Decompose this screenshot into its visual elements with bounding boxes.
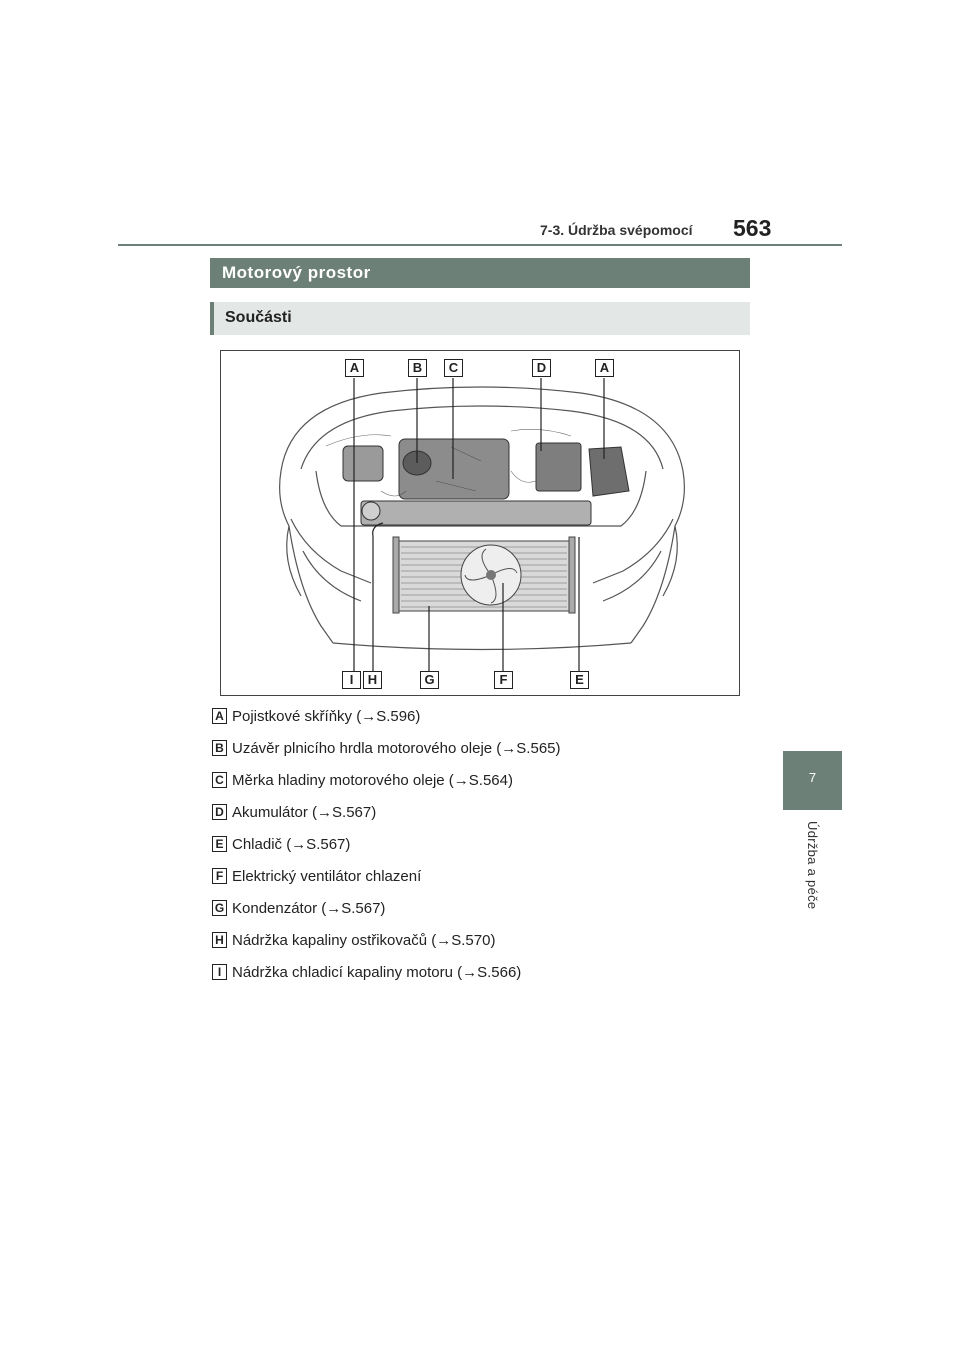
callout-label-e: E — [570, 671, 589, 689]
legend-text: Chladič (→S.567) — [232, 836, 351, 853]
section-title: 7-3. Údržba svépomocí — [540, 222, 693, 238]
legend-key: H — [212, 932, 227, 948]
legend-item: E Chladič (→S.567) — [212, 836, 772, 856]
legend-item: G Kondenzátor (→S.567) — [212, 900, 772, 920]
callout-label-d: D — [532, 359, 551, 377]
callout-label-f: F — [494, 671, 513, 689]
engine-bay-illustration: A B C D A I H G F E — [220, 350, 740, 696]
callout-label-c: C — [444, 359, 463, 377]
callout-label-a: A — [345, 359, 364, 377]
legend-key: D — [212, 804, 227, 820]
legend-item: F Elektrický ventilátor chlazení — [212, 868, 772, 888]
chapter-tab[interactable]: 7 — [783, 751, 842, 810]
callout-label-a-right: A — [595, 359, 614, 377]
legend-key: I — [212, 964, 227, 980]
legend-key: B — [212, 740, 227, 756]
legend-text: Uzávěr plnicího hrdla motorového oleje (… — [232, 740, 561, 757]
legend-item: I Nádržka chladicí kapaliny motoru (→S.5… — [212, 964, 772, 984]
callout-label-h: H — [363, 671, 382, 689]
legend-text: Nádržka chladicí kapaliny motoru (→S.566… — [232, 964, 522, 981]
legend-key: G — [212, 900, 227, 916]
header-divider — [118, 244, 842, 246]
legend-item: A Pojistkové skříňky (→S.596) — [212, 708, 772, 728]
section-heading: Motorový prostor — [210, 258, 750, 288]
legend-key: C — [212, 772, 227, 788]
engine-bay-drawing — [279, 378, 685, 671]
chapter-number: 7 — [808, 770, 817, 785]
legend-text: Elektrický ventilátor chlazení — [232, 868, 422, 885]
legend-text: Nádržka kapaliny ostřikovačů (→S.570) — [232, 932, 496, 949]
subsection-heading: Součásti — [210, 302, 750, 335]
callout-label-g: G — [420, 671, 439, 689]
legend-key: A — [212, 708, 227, 724]
legend-item: D Akumulátor (→S.567) — [212, 804, 772, 824]
callout-label-i: I — [342, 671, 361, 689]
legend-item: H Nádržka kapaliny ostřikovačů (→S.570) — [212, 932, 772, 952]
chapter-label: Údržba a péče — [805, 821, 820, 910]
legend-key: F — [212, 868, 227, 884]
legend-item: C Měrka hladiny motorového oleje (→S.564… — [212, 772, 772, 792]
legend-text: Kondenzátor (→S.567) — [232, 900, 386, 917]
legend-item: B Uzávěr plnicího hrdla motorového oleje… — [212, 740, 772, 760]
section-heading-text: Motorový prostor — [222, 263, 371, 282]
subsection-heading-text: Součásti — [225, 309, 292, 326]
legend-text: Pojistkové skříňky (→S.596) — [232, 708, 421, 725]
legend-text: Akumulátor (→S.567) — [232, 804, 377, 821]
page-number: 563 — [733, 215, 772, 241]
legend-text: Měrka hladiny motorového oleje (→S.564) — [232, 772, 513, 789]
legend-key: E — [212, 836, 227, 852]
callout-label-b: B — [408, 359, 427, 377]
